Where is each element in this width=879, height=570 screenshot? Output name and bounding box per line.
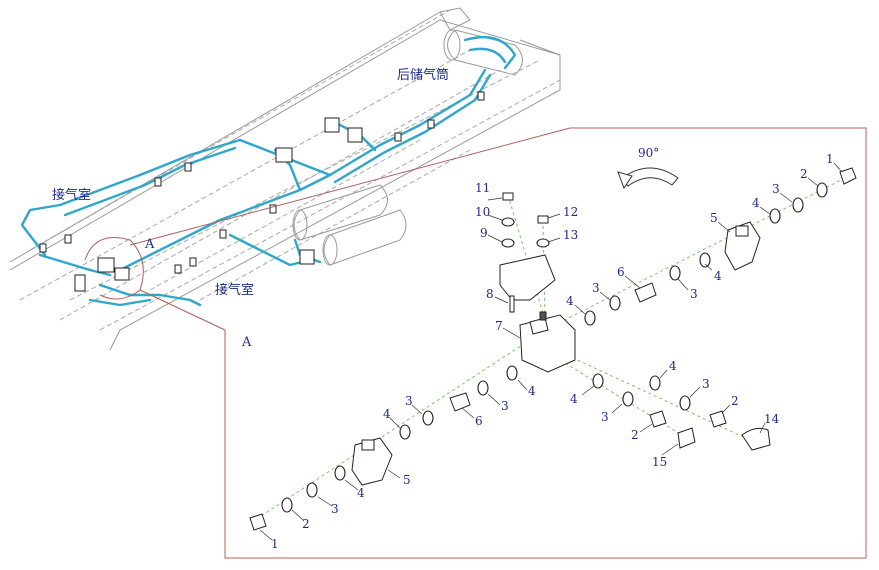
callout-3-tr: 3 (690, 287, 698, 301)
callout-5-top: 5 (710, 211, 718, 225)
callout-13: 13 (563, 228, 578, 242)
callout-numbers: 1 2 3 4 5 4 3 6 3 4 11 10 9 12 13 8 7 4 … (271, 152, 834, 551)
rear-tank-label: 后储气筒 (397, 67, 449, 83)
chassis-valves (74, 117, 363, 292)
detail-marker-frame: A (241, 335, 252, 350)
callout-8: 8 (486, 287, 494, 301)
callout-15: 15 (652, 455, 667, 469)
callout-2-bot: 2 (302, 517, 310, 531)
rear-air-tank (443, 29, 523, 76)
callout-9: 9 (480, 226, 488, 240)
detail-marker-left: A (144, 237, 155, 252)
parts-right-branch (592, 373, 771, 451)
callout-1-top: 1 (826, 152, 834, 166)
callout-2-r2: 2 (631, 428, 639, 442)
callout-3-l2: 3 (405, 394, 413, 408)
air-chamber-label-bottom: 接气室 (215, 282, 254, 298)
callout-4-bot: 4 (357, 486, 365, 500)
callout-3-top: 3 (772, 182, 780, 196)
callout-12: 12 (563, 205, 578, 219)
pipe-clips (39, 91, 485, 274)
callout-4-r2: 4 (570, 392, 578, 406)
middle-air-tanks (292, 184, 407, 266)
callout-3-bot: 3 (331, 502, 339, 516)
relay-valve (519, 311, 576, 373)
callout-10: 10 (475, 205, 490, 219)
callout-4-top: 4 (752, 196, 760, 210)
callout-4-mid: 4 (566, 294, 574, 308)
callout-11: 11 (475, 181, 490, 195)
air-chamber-label-top: 接气室 (52, 187, 91, 203)
callout-6-mid: 6 (617, 265, 625, 279)
callout-3-l1: 3 (501, 399, 509, 413)
rotation-label: 90° (638, 146, 659, 160)
leader-lines (259, 162, 843, 541)
detail-frame (224, 127, 867, 559)
callout-2-r1: 2 (731, 394, 739, 408)
chassis-frame (9, 7, 561, 351)
callout-4-l2: 4 (383, 407, 391, 421)
callout-2-top: 2 (800, 167, 808, 181)
callout-4-tr: 4 (714, 269, 722, 283)
callout-3-r2: 3 (601, 410, 609, 424)
parts-top-right (584, 167, 857, 326)
callout-3-r1: 3 (702, 377, 710, 391)
callout-1-bot: 1 (271, 537, 279, 551)
callout-6-l: 6 (475, 414, 483, 428)
callout-7: 7 (495, 319, 503, 333)
callout-14: 14 (764, 412, 780, 426)
rotation-arrow-icon (617, 167, 679, 190)
callout-3-mid: 3 (592, 281, 600, 295)
bracket-assembly (499, 192, 556, 313)
callout-4-r1: 4 (669, 359, 677, 373)
parts-left-branch (249, 365, 518, 531)
callout-4-l1: 4 (528, 384, 536, 398)
detail-a-circle (84, 127, 571, 331)
callout-5-bot: 5 (403, 473, 411, 487)
